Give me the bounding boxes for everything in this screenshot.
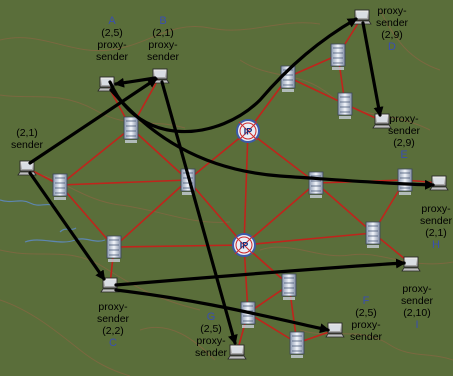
host-label: (2,1)sender <box>11 127 44 151</box>
host-label: B(2,1)proxy-sender <box>147 15 180 63</box>
ip-router-icon: IP <box>232 233 256 257</box>
flow-arrow <box>361 21 384 117</box>
host-pair: (2,5) <box>355 307 377 319</box>
network-link <box>243 182 317 246</box>
network-link <box>287 54 339 78</box>
flow-arrow <box>114 258 406 287</box>
host-role: sender <box>11 139 44 151</box>
network-link <box>187 130 249 181</box>
host-letter: F <box>363 295 370 307</box>
host-pair: (2,10) <box>403 307 430 319</box>
host-role: sender <box>195 347 228 359</box>
network-link <box>315 182 374 234</box>
flow-arrow <box>114 76 157 88</box>
ip-routers: IP IP <box>232 119 260 257</box>
host-letter: H <box>432 239 440 251</box>
network-link <box>243 232 374 246</box>
host-pair: (2,9) <box>381 29 403 41</box>
host-pair: (2,9) <box>393 137 415 149</box>
router-caption: IP <box>240 241 249 251</box>
host-label: F(2,5)proxy-sender <box>350 295 383 343</box>
host-role: sender <box>97 313 130 325</box>
computer-icon[interactable] <box>17 160 37 176</box>
flow-arrow <box>160 80 238 345</box>
network-link <box>113 179 189 248</box>
server-icon <box>365 221 381 248</box>
host-letter: A <box>108 15 116 27</box>
servers <box>52 43 413 358</box>
host-role: sender <box>376 17 409 29</box>
router-caption: IP <box>244 127 253 137</box>
host-label: A(2,5)proxy-sender <box>96 15 129 63</box>
server-icon <box>281 273 297 300</box>
network-link <box>247 312 298 344</box>
host-role: sender <box>420 215 453 227</box>
host-role: proxy- <box>98 301 128 313</box>
flow-arrow <box>28 171 106 281</box>
host-letter: E <box>400 149 407 161</box>
host-role: proxy- <box>351 319 381 331</box>
host-pair: (2,5) <box>200 323 222 335</box>
host-role: proxy- <box>402 283 432 295</box>
host-role: proxy- <box>421 203 451 215</box>
host-pair: (2,1) <box>425 227 447 239</box>
host-label: proxy-sender(2,9)E <box>388 113 421 161</box>
server-icon <box>123 116 139 143</box>
server-icon <box>330 43 346 70</box>
ip-router-icon: IP <box>236 119 260 143</box>
network-link <box>247 130 317 184</box>
computer-icon[interactable] <box>401 256 421 272</box>
host-role: proxy- <box>377 5 407 17</box>
server-icon <box>337 92 353 119</box>
host-role: sender <box>96 51 129 63</box>
map-borders <box>0 9 453 376</box>
host-pair: (2,5) <box>101 27 123 39</box>
flow-arrow <box>109 88 435 190</box>
host-pair: (2,1) <box>16 127 38 139</box>
host-letter: C <box>109 337 117 349</box>
network-link <box>113 244 245 248</box>
host-role: proxy- <box>148 39 178 51</box>
network-link <box>130 127 189 181</box>
host-letter: G <box>207 311 216 323</box>
network-link <box>59 179 189 186</box>
network-link <box>59 184 115 248</box>
host-pair: (2,1) <box>152 27 174 39</box>
server-icon <box>308 171 324 198</box>
host-letter: D <box>388 41 396 53</box>
host-role: sender <box>147 51 180 63</box>
host-role: proxy- <box>389 113 419 125</box>
flow-arrows <box>28 17 435 345</box>
host-label: G(2,5)proxy-sender <box>195 311 228 359</box>
host-role: sender <box>350 331 383 343</box>
host-pair: (2,2) <box>102 325 124 337</box>
host-letter: I <box>415 319 418 331</box>
network-link <box>243 130 249 246</box>
network-link <box>59 127 132 186</box>
server-icon <box>397 168 413 195</box>
host-role: proxy- <box>196 335 226 347</box>
host-label: proxy-sender(2,9)D <box>376 5 409 53</box>
host-labels: A(2,5)proxy-senderB(2,1)proxy-senderprox… <box>11 5 453 359</box>
hosts <box>17 9 449 360</box>
flow-arrow <box>114 288 330 334</box>
host-role: sender <box>401 295 434 307</box>
computer-icon[interactable] <box>227 344 247 360</box>
server-icon <box>106 235 122 262</box>
host-letter: B <box>159 15 166 27</box>
network-link <box>187 179 245 246</box>
host-role: proxy- <box>97 39 127 51</box>
server-icon <box>52 173 68 200</box>
host-label: proxy-sender(2,10)I <box>401 283 434 331</box>
flow-arrow <box>28 77 158 165</box>
computer-icon[interactable] <box>325 322 345 338</box>
network-link <box>287 76 346 105</box>
computer-icon[interactable] <box>429 175 449 191</box>
host-label: proxy-sender(2,2)C <box>97 301 130 349</box>
server-icon <box>289 331 305 358</box>
host-role: sender <box>388 125 421 137</box>
host-label: proxy-sender(2,1)H <box>420 203 453 251</box>
